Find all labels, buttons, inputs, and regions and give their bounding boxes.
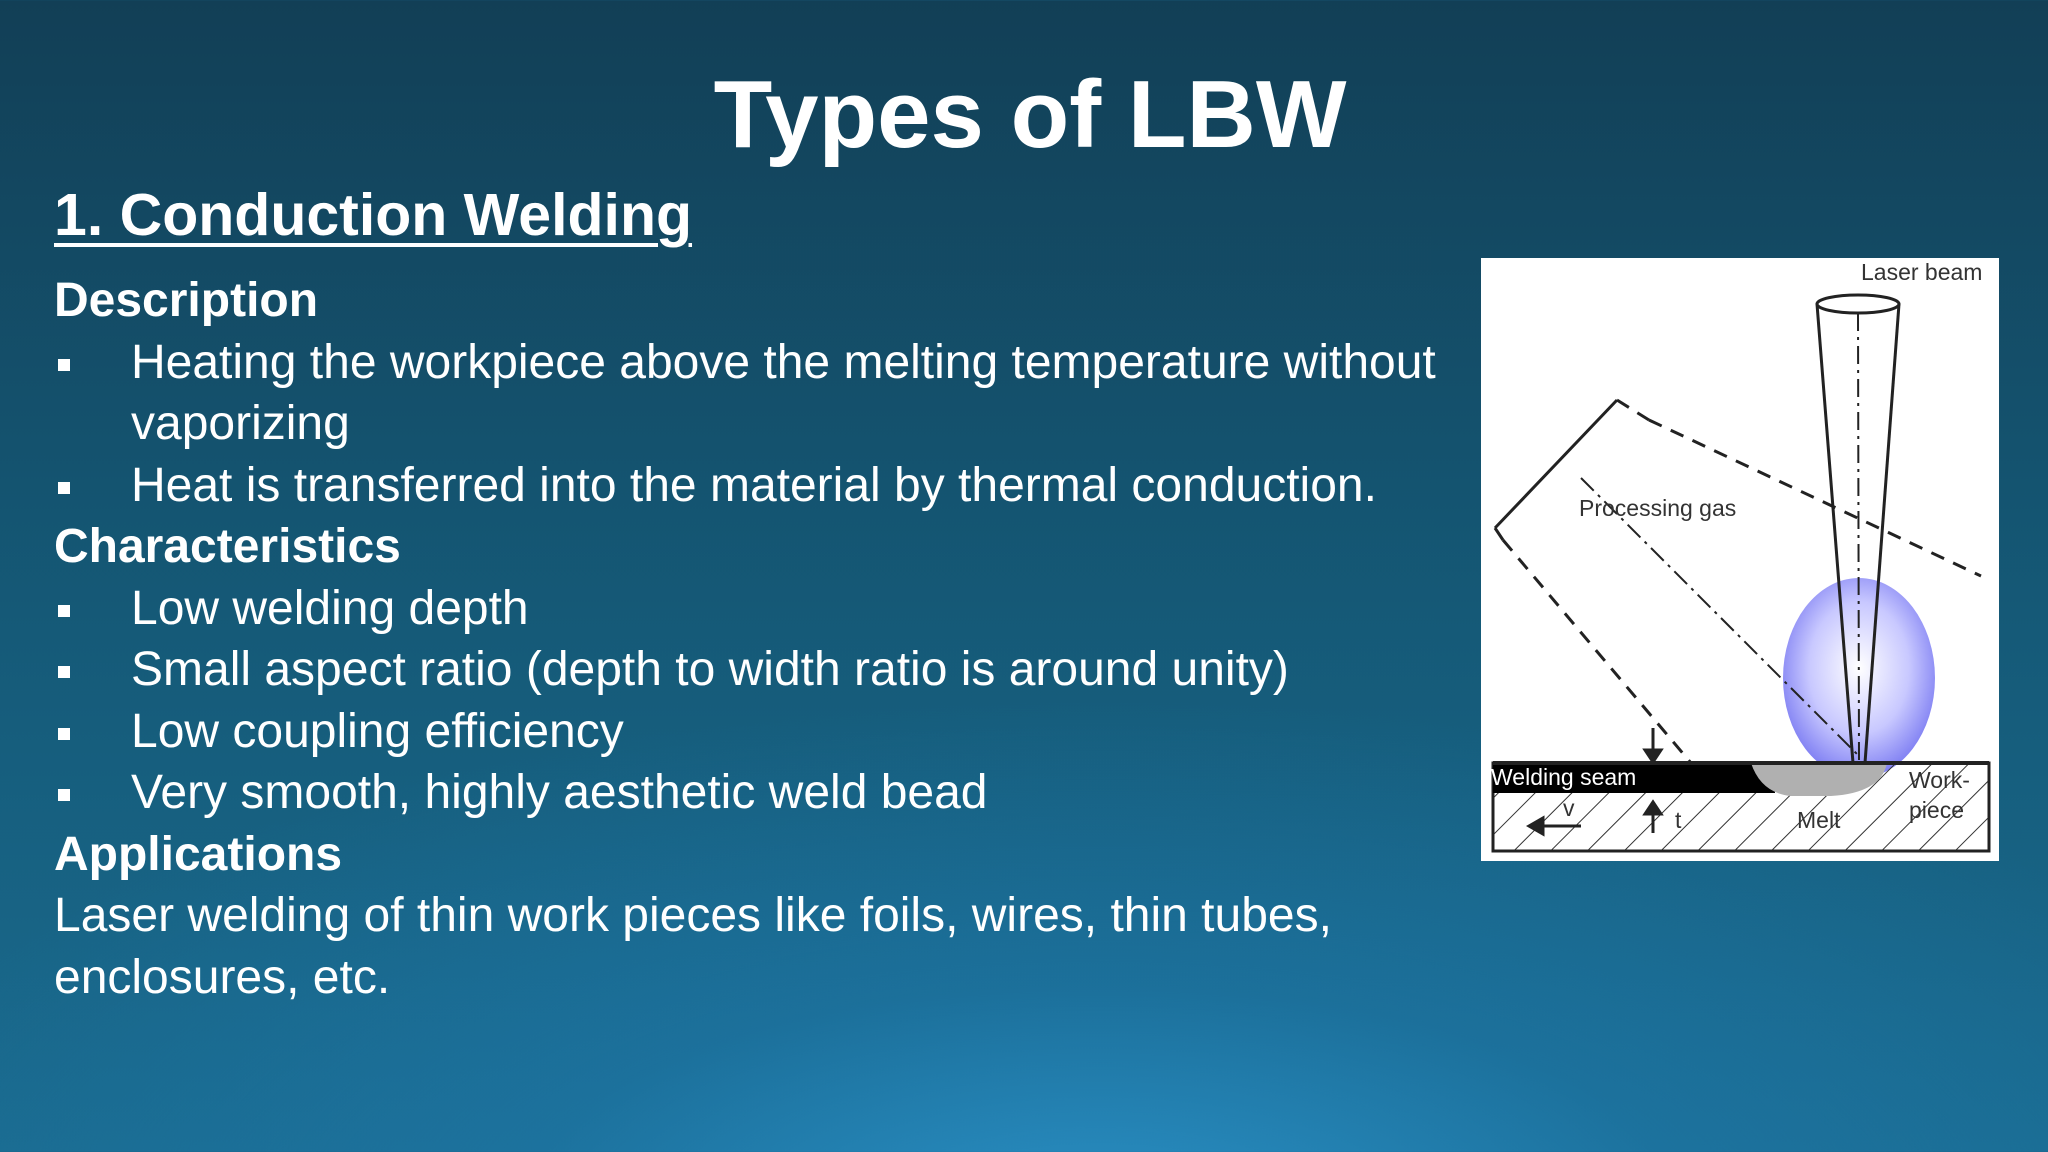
conduction-welding-diagram: Laser beam Processing gas Welding seam W… (1481, 258, 1999, 861)
workpiece-label-1: Work- (1909, 767, 1970, 793)
list-item: Low coupling efficiency (54, 701, 1484, 763)
bullet-text: Heat is transferred into the material by… (131, 458, 1377, 512)
list-item: Small aspect ratio (depth to width ratio… (54, 639, 1484, 701)
bullet-text: Low coupling efficiency (131, 704, 624, 758)
bullet-text: Heating the workpiece above the melting … (131, 335, 1436, 451)
thickness-label: t (1675, 807, 1682, 833)
gas-nozzle (1493, 398, 1982, 764)
melt-label: Melt (1797, 807, 1841, 833)
description-list: Heating the workpiece above the melting … (54, 332, 1484, 517)
laser-beam (1815, 293, 1901, 764)
thickness-indicator (1642, 728, 1664, 833)
square-bullet-icon (58, 666, 70, 678)
velocity-arrow (1525, 815, 1581, 837)
list-item: Low welding depth (54, 578, 1484, 640)
applications-text: Laser welding of thin work pieces like f… (54, 889, 1332, 1004)
description-heading: Description (54, 274, 319, 327)
welding-seam-label: Welding seam (1491, 764, 1636, 790)
velocity-label: v (1563, 795, 1575, 821)
characteristics-list: Low welding depth Small aspect ratio (de… (54, 578, 1484, 824)
slide-body: Description Heating the workpiece above … (54, 270, 1484, 1008)
characteristics-heading: Characteristics (54, 520, 401, 573)
bullet-text: Very smooth, highly aesthetic weld bead (131, 766, 988, 819)
diagram-svg: Laser beam Processing gas Welding seam W… (1491, 259, 1991, 853)
square-bullet-icon (58, 727, 70, 740)
bullet-text: Small aspect ratio (depth to width ratio… (131, 643, 1289, 696)
workpiece-label-2: piece (1909, 797, 1964, 823)
slide-title: Types of LBW (713, 61, 1347, 168)
bullet-text: Low welding depth (131, 581, 529, 635)
square-bullet-icon (58, 604, 70, 617)
weld-seam (1493, 763, 1775, 793)
square-bullet-icon (58, 789, 70, 801)
square-bullet-icon (58, 358, 70, 371)
square-bullet-icon (58, 481, 70, 494)
section-subtitle: 1. Conduction Welding (54, 182, 693, 248)
melt-zone (1751, 763, 1887, 796)
applications-heading: Applications (54, 827, 343, 881)
processing-gas-label: Processing gas (1579, 495, 1736, 521)
list-item: Very smooth, highly aesthetic weld bead (54, 762, 1484, 824)
list-item: Heat is transferred into the material by… (54, 455, 1484, 517)
laser-beam-label: Laser beam (1861, 259, 1982, 285)
list-item: Heating the workpiece above the melting … (54, 332, 1484, 455)
